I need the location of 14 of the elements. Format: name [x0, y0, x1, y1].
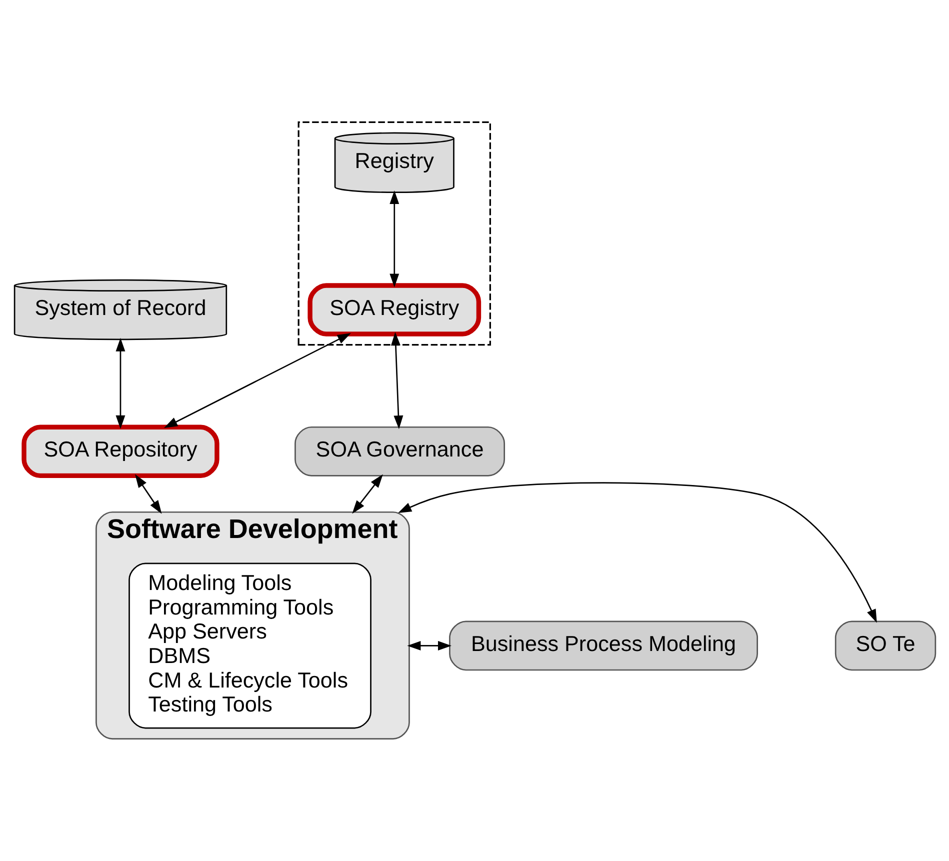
node-box: Modeling Tools Programming Tools App Servers DBMS CM & Lifecycle Tools Testing Tools: [128, 562, 371, 729]
arrow: [390, 332, 403, 430]
node-box: SOA Governance: [294, 426, 505, 476]
arrow: [115, 338, 125, 429]
arrow: [163, 333, 350, 428]
node-box: SOA Repository: [21, 424, 219, 478]
arrow: [389, 190, 399, 288]
node-box: SO Te: [834, 620, 936, 671]
arrow: [406, 640, 451, 650]
arrow: [397, 482, 876, 623]
node-box: Business Process Modeling: [448, 620, 758, 671]
arrow: [352, 474, 382, 514]
arrow: [134, 474, 162, 514]
node-box: SOA Registry: [307, 283, 481, 336]
